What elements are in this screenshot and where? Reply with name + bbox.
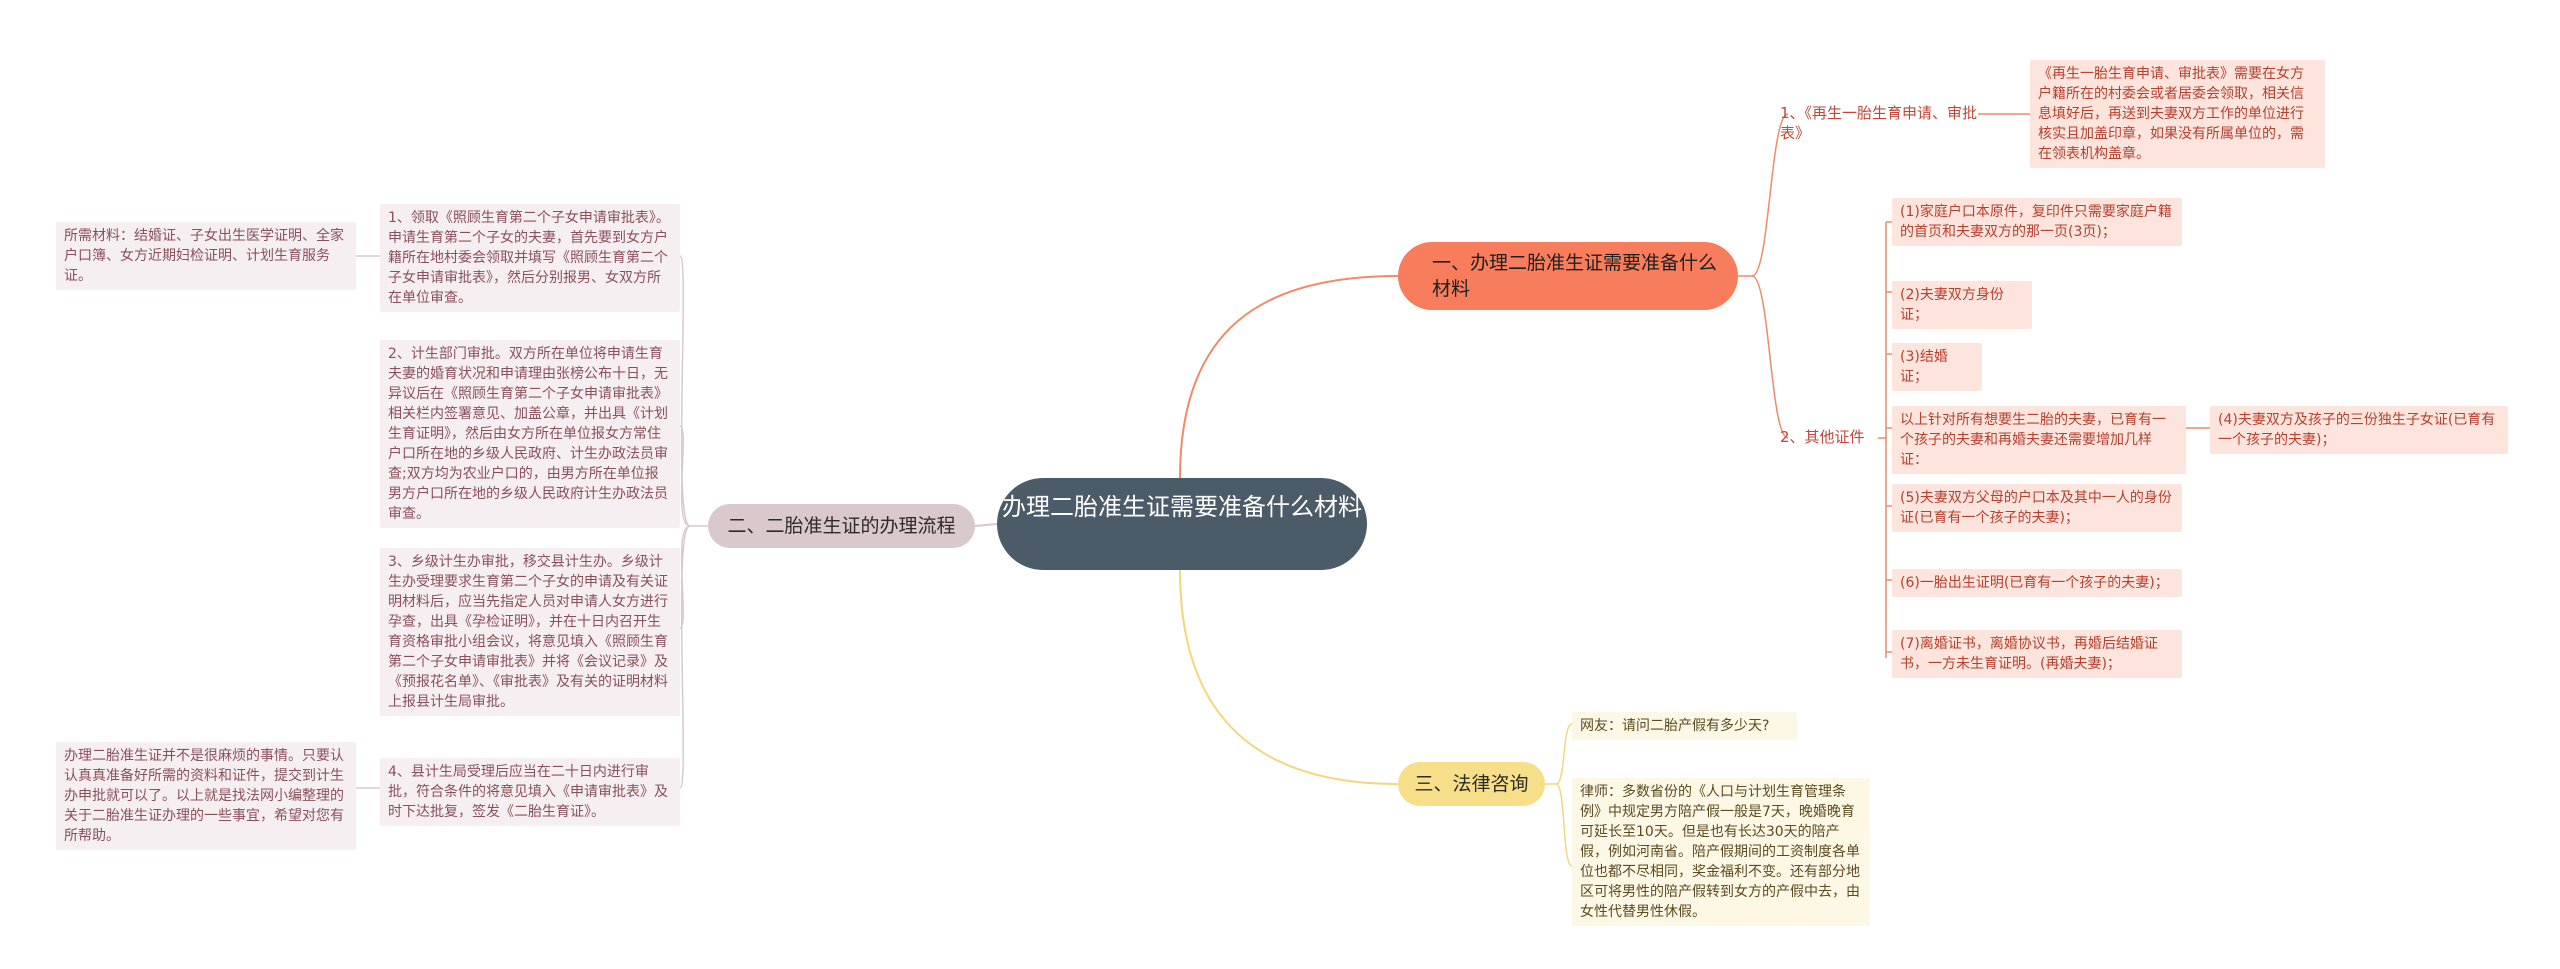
- consult-answer[interactable]: 律师：多数省份的《人口与计划生育管理条例》中规定男方陪产假一般是7天，晚婚晚育可…: [1572, 778, 1870, 926]
- branch-legal-consult[interactable]: 三、法律咨询: [1398, 762, 1545, 806]
- application-form-detail[interactable]: 《再生一胎生育申请、审批表》需要在女方户籍所在的村委会或者居委会领取，相关信息填…: [2030, 60, 2325, 168]
- doc-birth-certificate[interactable]: (6)一胎出生证明(已育有一个孩子的夫妻)；: [1892, 569, 2182, 597]
- process-step-1[interactable]: 1、领取《照顾生育第二个子女申请审批表》。申请生育第二个子女的夫妻，首先要到女方…: [380, 204, 680, 312]
- doc-additional-note[interactable]: 以上针对所有想要生二胎的夫妻，已育有一个孩子的夫妻和再婚夫妻还需要增加几样证：: [1892, 406, 2186, 474]
- required-materials-note[interactable]: 所需材料：结婚证、子女出生医学证明、全家户口簿、女方近期妇检证明、计划生育服务证…: [56, 222, 356, 290]
- summary-note[interactable]: 办理二胎准生证并不是很麻烦的事情。只要认认真真准备好所需的资料和证件，提交到计生…: [56, 742, 356, 850]
- doc-divorce-certificate[interactable]: (7)离婚证书，离婚协议书，再婚后结婚证书，一方未生育证明。(再婚夫妻)；: [1892, 630, 2182, 678]
- doc-parents-register[interactable]: (5)夫妻双方父母的户口本及其中一人的身份证(已育有一个孩子的夫妻)；: [1892, 484, 2182, 532]
- doc-household-register[interactable]: (1)家庭户口本原件，复印件只需要家庭户籍的首页和夫妻双方的那一页(3页)；: [1892, 198, 2182, 246]
- branch-materials[interactable]: 一、办理二胎准生证需要准备什么材料: [1398, 242, 1738, 310]
- item-other-documents[interactable]: 2、其他证件: [1780, 428, 1865, 446]
- central-topic[interactable]: 办理二胎准生证需要准备什么材料: [997, 478, 1367, 570]
- process-step-3[interactable]: 3、乡级计生办审批，移交县计生办。乡级计生办受理要求生育第二个子女的申请及有关证…: [380, 548, 680, 716]
- branch-process[interactable]: 二、二胎准生证的办理流程: [708, 504, 975, 548]
- item-application-form[interactable]: 1、《再生一胎生育申请、审批表》: [1780, 104, 1978, 142]
- doc-marriage-certificate[interactable]: (3)结婚证；: [1892, 343, 1982, 391]
- doc-only-child-certificates[interactable]: (4)夫妻双方及孩子的三份独生子女证(已育有一个孩子的夫妻)；: [2210, 406, 2508, 454]
- doc-id-cards[interactable]: (2)夫妻双方身份证；: [1892, 281, 2032, 329]
- process-step-4[interactable]: 4、县计生局受理后应当在二十日内进行审批，符合条件的将意见填入《申请审批表》及时…: [380, 758, 680, 826]
- consult-question[interactable]: 网友：请问二胎产假有多少天?: [1572, 712, 1797, 740]
- process-step-2[interactable]: 2、计生部门审批。双方所在单位将申请生育夫妻的婚育状况和申请理由张榜公布十日，无…: [380, 340, 680, 528]
